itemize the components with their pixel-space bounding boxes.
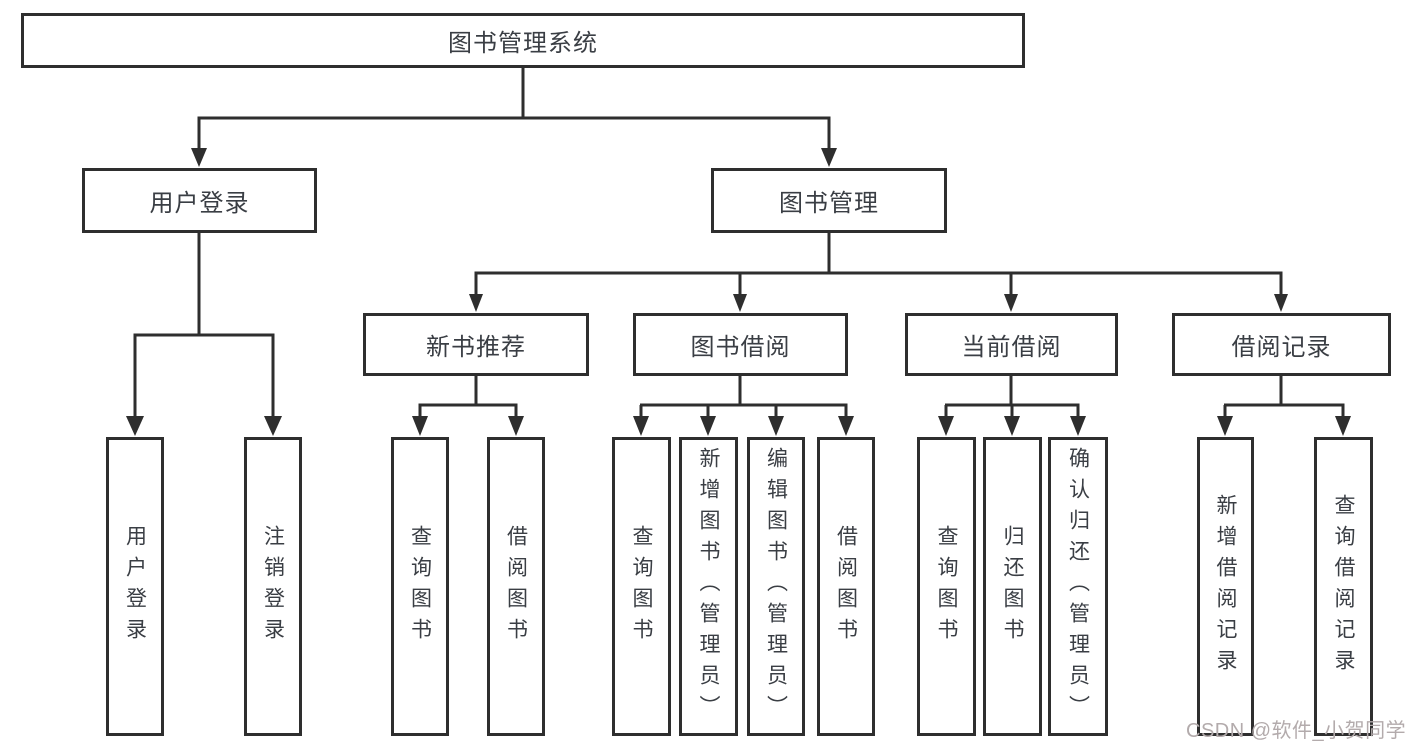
leaf-bb-query-books-label: 查询图书: [630, 524, 653, 649]
node-borrowing-records: 借阅记录: [1172, 313, 1391, 376]
leaf-cb-return-books: 归还图书: [983, 437, 1042, 736]
node-current-borrowing: 当前借阅: [905, 313, 1118, 376]
leaf-user-login: 用户登录: [106, 437, 164, 736]
node-new-book-recommendation-label: 新书推荐: [426, 334, 526, 361]
leaf-bb-add-books-admin-label: 新增图书（管理员）: [697, 447, 720, 726]
connector-newbookrec-to-leaves: [412, 376, 524, 436]
node-book-borrowing-label: 图书借阅: [690, 334, 791, 361]
leaf-bb-query-books: 查询图书: [612, 437, 671, 736]
leaf-bb-borrow-books: 借阅图书: [817, 437, 875, 736]
node-book-management-label: 图书管理: [779, 190, 879, 217]
connector-currentborrow-to-leaves: [938, 376, 1086, 436]
leaf-bb-edit-books-admin: 编辑图书（管理员）: [747, 437, 805, 736]
watermark: CSDN @软件_小贺同学: [1186, 720, 1405, 742]
node-borrowing-records-label: 借阅记录: [1231, 334, 1332, 361]
node-book-borrowing: 图书借阅: [633, 313, 848, 376]
leaf-bb-edit-books-admin-label: 编辑图书（管理员）: [764, 447, 788, 726]
node-current-borrowing-label: 当前借阅: [961, 334, 1062, 361]
leaf-cb-query-books-label: 查询图书: [935, 524, 958, 649]
leaf-bb-add-books-admin: 新增图书（管理员）: [679, 437, 738, 736]
connector-borrowrecords-to-leaves: [1217, 376, 1351, 436]
leaf-br-add-record: 新增借阅记录: [1197, 437, 1254, 736]
leaf-user-login-label: 用户登录: [123, 524, 147, 649]
leaf-nbr-borrow-books: 借阅图书: [487, 437, 545, 736]
leaf-nbr-query-books: 查询图书: [391, 437, 449, 736]
connector-bookmgmt-to-level3: [469, 233, 1288, 312]
leaf-cb-confirm-return-admin: 确认归还（管理员）: [1048, 437, 1108, 736]
leaf-cb-confirm-return-admin-label: 确认归还（管理员）: [1066, 447, 1090, 726]
leaf-nbr-query-books-label: 查询图书: [408, 524, 432, 649]
node-library-management-system-label: 图书管理系统: [448, 30, 598, 57]
node-new-book-recommendation: 新书推荐: [363, 313, 589, 376]
node-user-login-label: 用户登录: [149, 190, 250, 217]
leaf-cb-query-books: 查询图书: [917, 437, 976, 736]
leaf-nbr-borrow-books-label: 借阅图书: [504, 524, 528, 649]
leaf-br-query-record-label: 查询借阅记录: [1332, 493, 1355, 680]
leaf-logout: 注销登录: [244, 437, 302, 736]
leaf-logout-label: 注销登录: [261, 524, 285, 649]
node-user-login: 用户登录: [82, 168, 317, 233]
connector-root-to-level2: [191, 68, 837, 167]
connector-userlogin-to-leaves: [126, 233, 282, 436]
leaf-cb-return-books-label: 归还图书: [1001, 524, 1024, 649]
connector-bookborrow-to-leaves: [633, 376, 854, 436]
leaf-br-add-record-label: 新增借阅记录: [1214, 493, 1237, 680]
leaf-bb-borrow-books-label: 借阅图书: [834, 524, 858, 649]
node-library-management-system: 图书管理系统: [21, 13, 1025, 68]
leaf-br-query-record: 查询借阅记录: [1314, 437, 1373, 736]
node-book-management: 图书管理: [711, 168, 947, 233]
